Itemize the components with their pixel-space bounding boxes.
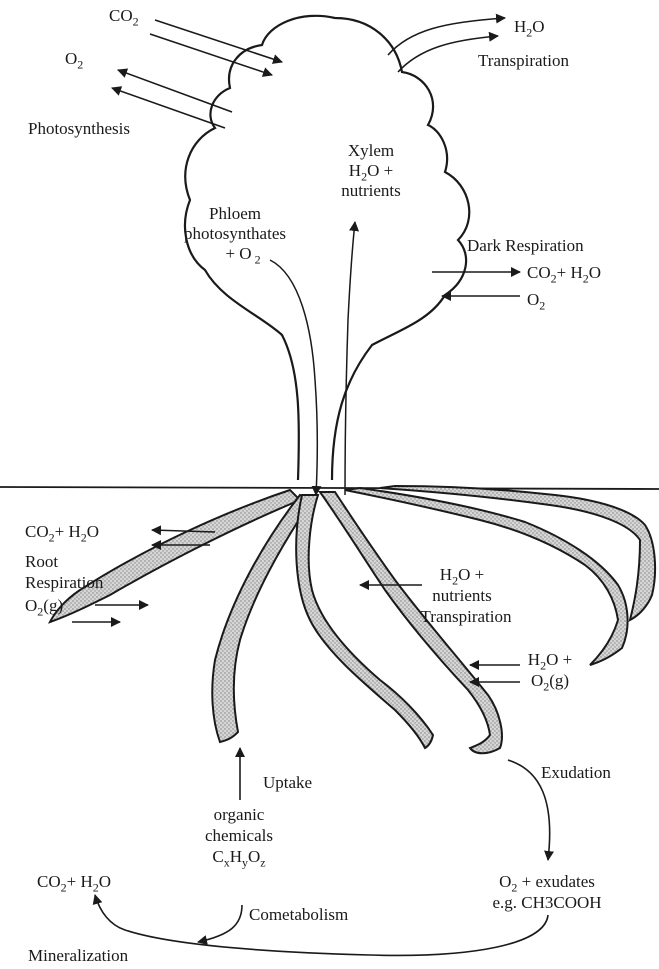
label-uptake: Uptake [263,773,312,793]
label-phloem-o2: + O 2 [225,244,260,264]
label-mineralization: Mineralization [28,946,128,966]
label-h2o-plus: H2O + [528,650,572,670]
co2-in-arrow-2 [150,34,272,75]
label-nutrients: nutrients [432,586,492,606]
label-dark-o2: O2 [527,290,545,310]
label-xylem-h2o: H2O + [349,161,393,181]
label-photosynthesis: Photosynthesis [28,119,130,139]
label-organic: organic [214,805,265,825]
label-nutrients-h2o: H2O + [440,565,484,585]
label-dark-respiration: Dark Respiration [467,236,584,256]
label-root: Root [25,552,58,572]
ground-line [0,487,659,489]
label-root-co2-h2o: CO2+ H2O [25,522,99,542]
label-o2g: O2(g) [531,671,569,691]
label-phloem: Phloem [209,204,261,224]
label-dark-co2-h2o: CO2+ H2O [527,263,601,283]
label-respiration: Respiration [25,573,103,593]
label-o2-exudates: O2 + exudates [499,872,595,892]
o2-out-arrow-1 [118,70,232,112]
label-xylem-nutrients: nutrients [341,181,401,201]
label-phloem-photosynthates: photosynthates [184,224,286,244]
label-exudation: Exudation [541,763,611,783]
label-root-o2g: O2(g) [25,596,63,616]
label-mineral-co2-h2o: CO2+ H2O [37,872,111,892]
label-cxhyoz: CxHyOz [212,847,265,867]
label-h2o-out: H2O [514,17,545,37]
label-transpiration-root: Transpiration [421,607,512,627]
label-o2-out: O2 [65,49,83,69]
label-chemicals: chemicals [205,826,273,846]
label-xylem: Xylem [348,141,394,161]
label-co2-in: CO2 [109,6,139,26]
label-ch3cooh: e.g. CH3COOH [492,893,601,913]
label-cometabolism: Cometabolism [249,905,348,925]
cometabolism-arrow [198,905,242,942]
label-transpiration-top: Transpiration [478,51,569,71]
xylem-line [345,222,355,495]
root-system [50,486,655,753]
phloem-line [270,260,317,495]
